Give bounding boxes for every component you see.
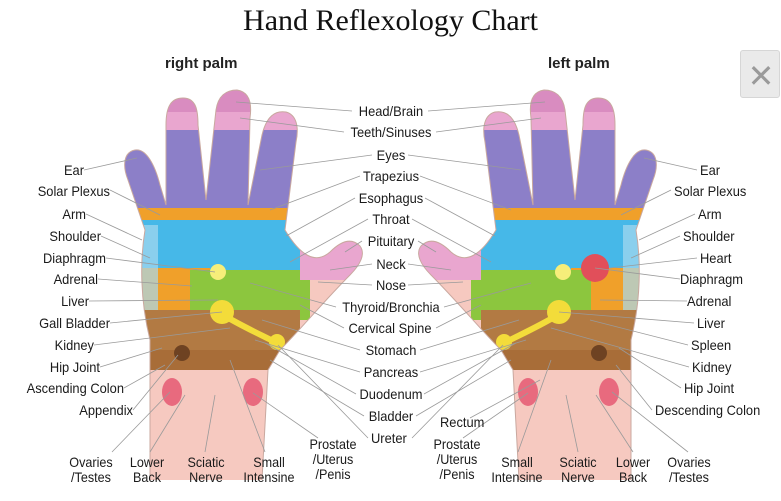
label-thyroid-bronchia: Thyroid/Bronchia <box>342 299 440 315</box>
right-label-adrenal: Adrenal <box>53 271 98 287</box>
right-bottom-ovaries-testes: Ovaries/Testes <box>69 454 113 485</box>
left-label-liver: Liver <box>697 315 725 331</box>
right-label-gall-bladder: Gall Bladder <box>39 315 111 331</box>
left-label-descending-colon: Descending Colon <box>655 402 761 418</box>
page-title: Hand Reflexology Chart <box>243 4 538 37</box>
label-duodenum: Duodenum <box>359 386 423 402</box>
label-bladder: Bladder <box>368 408 414 424</box>
label-trapezius: Trapezius <box>362 168 420 184</box>
right-leader-lines <box>83 101 373 453</box>
left-label-hip-joint: Hip Joint <box>684 380 735 396</box>
right-label-diaphragm: Diaphragm <box>42 250 106 266</box>
right-label-liver: Liver <box>61 293 89 309</box>
left-label-diaphragm: Diaphragm <box>680 271 744 287</box>
label-head-brain: Head/Brain <box>358 103 424 119</box>
left-label-ear: Ear <box>700 162 721 178</box>
left-bottom-ovaries-testes: Ovaries/Testes <box>667 454 711 485</box>
label-eyes: Eyes <box>376 147 406 163</box>
label-pancreas: Pancreas <box>363 364 419 380</box>
label-esophagus: Esophagus <box>358 190 424 206</box>
right-label-kidney: Kidney <box>54 337 94 353</box>
left-label-heart: Heart <box>700 250 732 266</box>
right-bottom-prostate-uterus-penis: Prostate/Uterus/Penis <box>309 436 357 482</box>
label-stomach: Stomach <box>365 342 417 358</box>
left-bottom-prostate-uterus-penis: Prostate/Uterus/Penis <box>433 436 481 482</box>
label-rectum: Rectum <box>440 414 485 430</box>
right-label-solar-plexus: Solar Plexus <box>37 183 110 199</box>
label-neck: Neck <box>376 256 406 272</box>
left-label-adrenal: Adrenal <box>687 293 732 309</box>
right-label-hip-joint: Hip Joint <box>49 359 100 375</box>
right-label-shoulder: Shoulder <box>49 228 101 244</box>
left-label-shoulder: Shoulder <box>683 228 735 244</box>
left-label-arm: Arm <box>698 206 722 222</box>
right-label-ear: Ear <box>63 162 84 178</box>
label-cervical-spine: Cervical Spine <box>348 320 432 336</box>
right-palm-hand <box>124 90 363 480</box>
left-palm-label: left palm <box>548 55 610 72</box>
left-label-spleen: Spleen <box>691 337 732 353</box>
left-label-solar-plexus: Solar Plexus <box>674 183 747 199</box>
label-pituitary: Pituitary <box>367 233 415 249</box>
right-label-arm: Arm <box>62 206 86 222</box>
left-leader-lines <box>407 101 698 453</box>
right-label-appendix: Appendix <box>79 402 133 418</box>
close-button[interactable]: ✕ <box>740 50 780 98</box>
label-throat: Throat <box>372 211 410 227</box>
right-label-ascending-colon: Ascending Colon <box>26 380 124 396</box>
label-ureter: Ureter <box>371 430 407 446</box>
left-label-kidney: Kidney <box>692 359 732 375</box>
right-palm-label: right palm <box>165 55 238 72</box>
label-teeth-sinuses: Teeth/Sinuses <box>350 124 432 140</box>
close-icon: ✕ <box>747 57 775 95</box>
label-nose: Nose <box>375 277 407 293</box>
